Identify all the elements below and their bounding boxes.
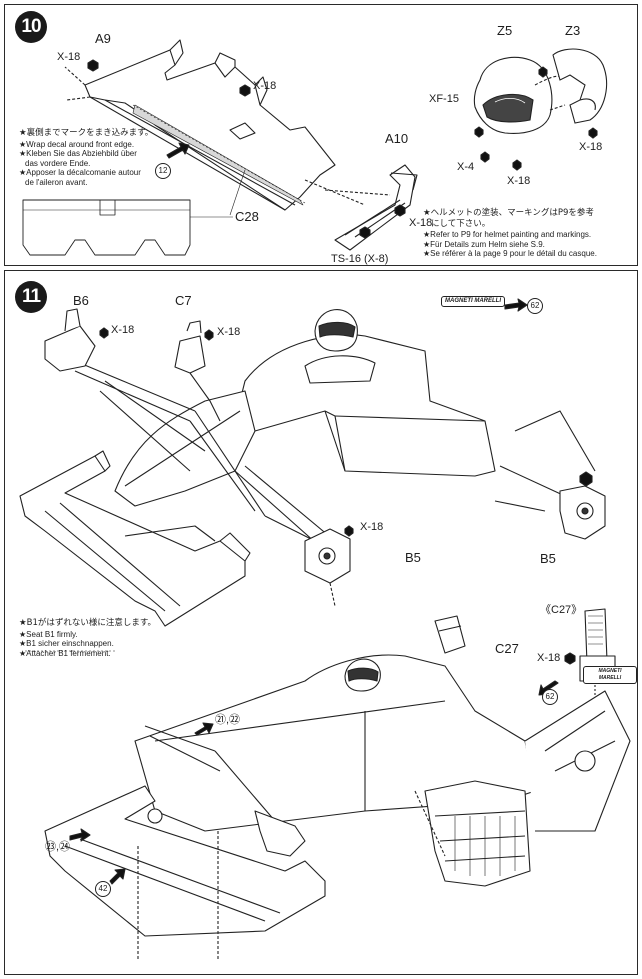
- part-label-xf15: XF-15: [429, 93, 459, 105]
- decal-ref-12: 12: [155, 163, 171, 179]
- note-fr: ★Se référer à la page 9 pour le détail d…: [423, 249, 597, 259]
- note-fr: ★Attacher B1 fermement.: [19, 648, 111, 658]
- note-jp-cont: にして下さい。: [431, 218, 491, 229]
- note-en: ★Refer to P9 for helmet painting and mar…: [423, 230, 592, 240]
- step-11-panel: 11: [4, 270, 638, 975]
- magneti-marelli-decal-small: MAGNETI MARELLI: [583, 666, 637, 684]
- magneti-marelli-decal: MAGNETI MARELLI: [441, 296, 505, 307]
- part-label-b5: B5: [405, 550, 421, 565]
- note-fr-cont: de l'aileron avant.: [25, 177, 88, 187]
- step-10-panel: 10: [4, 4, 638, 266]
- decal-ref-62: 62: [527, 298, 543, 314]
- part-label-x18: X-18: [111, 324, 135, 336]
- wrap-decal-note: ★裏側までマークをまき込みます。 ★Wrap decal around fron…: [19, 128, 154, 188]
- note-jp: ★裏側までマークをまき込みます。: [19, 128, 154, 138]
- part-label-z5: Z5: [497, 23, 513, 38]
- part-label-x18: X-18: [217, 326, 241, 338]
- decal-ref-42: 42: [95, 881, 111, 897]
- part-label-b6: B6: [73, 293, 89, 308]
- note-en: ★Seat B1 firmly.: [19, 629, 78, 639]
- part-label-x18: X-18: [537, 652, 561, 664]
- helmet-note: ★ヘルメットの塗装、マーキングはP9を参考 にして下さい。 ★Refer to …: [423, 208, 597, 259]
- part-label-a10: A10: [385, 131, 409, 146]
- part-label-c27-detail: 《C27》: [540, 604, 583, 616]
- part-label-b5-detail: B5: [540, 551, 556, 566]
- decal-ref-62: 62: [542, 689, 558, 705]
- note-en: ★Wrap decal around front edge.: [19, 139, 135, 149]
- note-de: ★Für Details zum Helm siehe S.9.: [423, 239, 545, 249]
- part-label-ts16: TS-16 (X-8): [331, 253, 389, 265]
- step-number-badge: 10: [15, 11, 47, 43]
- part-label-c28: C28: [235, 209, 259, 224]
- part-label-x18: X-18: [409, 217, 433, 229]
- part-label-c27: C27: [495, 641, 519, 656]
- part-label-x18: X-18: [507, 175, 531, 187]
- seat-b1-note: ★B1がはずれない様に注意します。 ★Seat B1 firmly. ★B1 s…: [19, 618, 157, 658]
- part-label-x18: X-18: [360, 521, 384, 533]
- part-label-z3: Z3: [565, 23, 581, 38]
- part-label-x4: X-4: [457, 161, 475, 173]
- front-wing-drawing: [22, 39, 608, 256]
- note-jp: ★ヘルメットの塗装、マーキングはP9を参考: [423, 208, 594, 218]
- part-label-x18: X-18: [57, 51, 81, 63]
- part-label-c7: C7: [175, 293, 192, 308]
- decal-ref-21-22: ㉑,㉒: [215, 714, 241, 726]
- part-label-x18: X-18: [579, 141, 603, 153]
- chassis-assembly-drawing: [19, 298, 631, 961]
- note-de: ★Kleben Sie das Abziehbild über: [19, 149, 137, 159]
- part-label-x18: X-18: [253, 80, 277, 92]
- note-de-cont: das vordere Ende.: [25, 158, 91, 168]
- note-de: ★B1 sicher einschnappen.: [19, 639, 114, 649]
- part-label-a9: A9: [95, 31, 111, 46]
- note-jp: ★B1がはずれない様に注意します。: [19, 618, 157, 628]
- note-fr: ★Apposer la décalcomanie autour: [19, 168, 141, 178]
- decal-ref-23-24: ㉓,㉔: [45, 841, 71, 853]
- step-number-badge: 11: [15, 281, 47, 313]
